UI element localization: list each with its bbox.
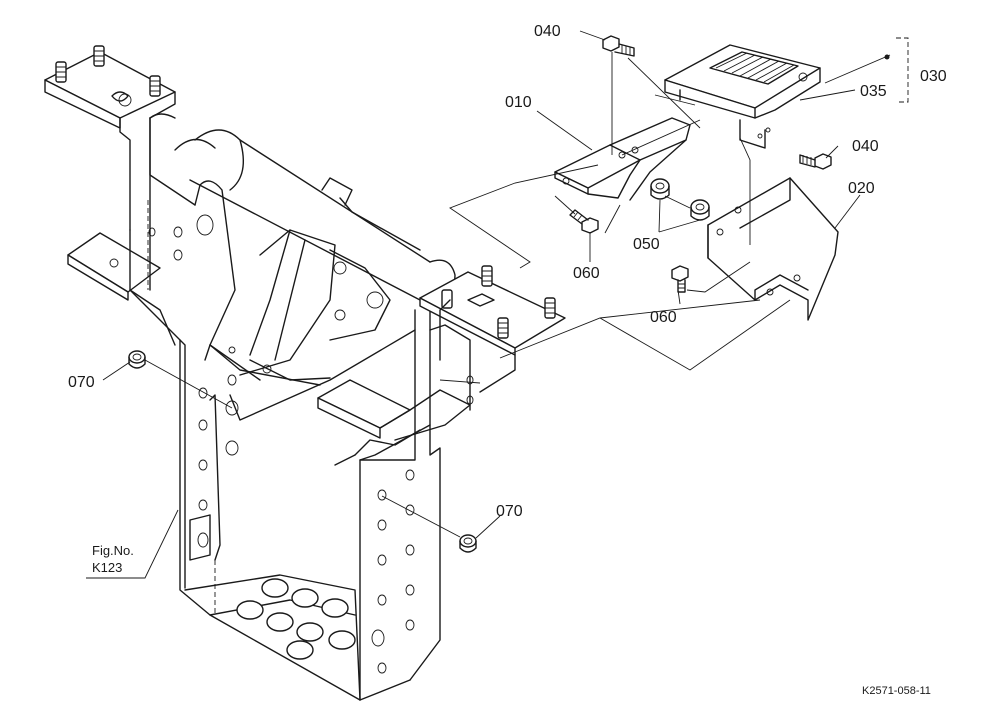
front-frame	[44, 45, 566, 701]
collar-050-b	[690, 199, 710, 221]
label-030: 030	[920, 68, 947, 85]
stud-group-left	[55, 45, 161, 97]
label-040-top: 040	[534, 23, 561, 40]
assembly-lines	[144, 52, 791, 538]
bolt-040-right	[799, 153, 832, 170]
label-fig-no: Fig.No.	[92, 543, 134, 558]
label-035: 035	[860, 83, 887, 100]
label-050: 050	[633, 236, 660, 253]
label-060-a: 060	[573, 265, 600, 282]
right-leg-holes	[371, 375, 474, 674]
part-labels: 040 030 035 010 040 020 050 060 060 070 …	[68, 23, 947, 697]
nut-070-right	[459, 534, 477, 553]
label-060-b: 060	[650, 309, 677, 326]
bracket-020	[707, 177, 839, 321]
left-leg-holes	[148, 214, 239, 548]
collar-050-a	[650, 178, 670, 200]
bolt-040-top	[602, 35, 635, 57]
label-010: 010	[505, 94, 532, 111]
label-fig-ref: K123	[92, 560, 122, 575]
stud-group-right	[441, 265, 556, 339]
callout-leaders	[86, 30, 909, 579]
bolt-060-b	[671, 265, 689, 293]
decal-035	[709, 51, 799, 85]
weight-blocks	[236, 578, 356, 660]
label-070-left: 070	[68, 374, 95, 391]
nut-070-left	[128, 350, 146, 369]
bolt-060-a	[569, 209, 599, 234]
label-040-right: 040	[852, 138, 879, 155]
label-070-right: 070	[496, 503, 523, 520]
bracket-010	[554, 117, 691, 201]
label-020: 020	[848, 180, 875, 197]
drawing-code: K2571-058-11	[862, 685, 931, 697]
